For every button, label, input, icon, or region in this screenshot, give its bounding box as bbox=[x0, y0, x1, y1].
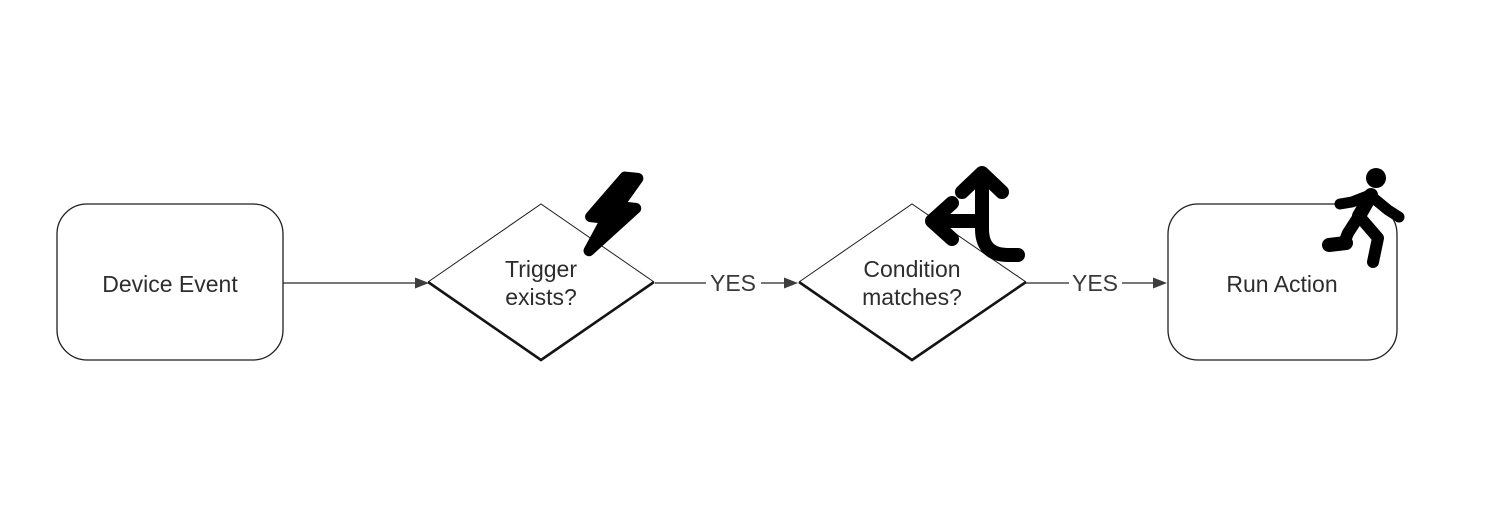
trigger-exists-top-edges bbox=[427, 203, 655, 283]
edge-label-yes: YES bbox=[710, 270, 756, 296]
node-condition-matches: Condition matches? bbox=[798, 203, 1027, 362]
condition-matches-label-line1: Condition bbox=[863, 256, 960, 282]
lightning-bolt-icon bbox=[583, 171, 644, 257]
trigger-exists-bottom-edges bbox=[427, 280, 655, 362]
trigger-exists-label-line2: exists? bbox=[505, 284, 577, 310]
edge-arrowhead bbox=[415, 277, 429, 289]
node-device-event: Device Event bbox=[56, 203, 284, 361]
edge-condition-matches-to-run-action: YES bbox=[1026, 270, 1167, 296]
device-event-shape bbox=[56, 203, 284, 361]
edge-arrowhead bbox=[1153, 277, 1167, 289]
edge-device-event-to-trigger-exists bbox=[283, 277, 429, 289]
device-event-label: Device Event bbox=[102, 271, 238, 297]
condition-matches-label-line2: matches? bbox=[862, 284, 962, 310]
trigger-exists-label-line1: Trigger bbox=[505, 256, 577, 282]
run-action-label: Run Action bbox=[1226, 271, 1337, 297]
edge-arrowhead bbox=[784, 277, 798, 289]
edge-trigger-exists-to-condition-matches: YES bbox=[655, 270, 798, 296]
condition-matches-bottom-edges bbox=[798, 280, 1027, 362]
person-running-icon bbox=[1322, 168, 1405, 268]
condition-matches-shape bbox=[799, 204, 1026, 360]
split-arrows-icon bbox=[925, 166, 1025, 262]
edge-label-yes: YES bbox=[1072, 270, 1118, 296]
